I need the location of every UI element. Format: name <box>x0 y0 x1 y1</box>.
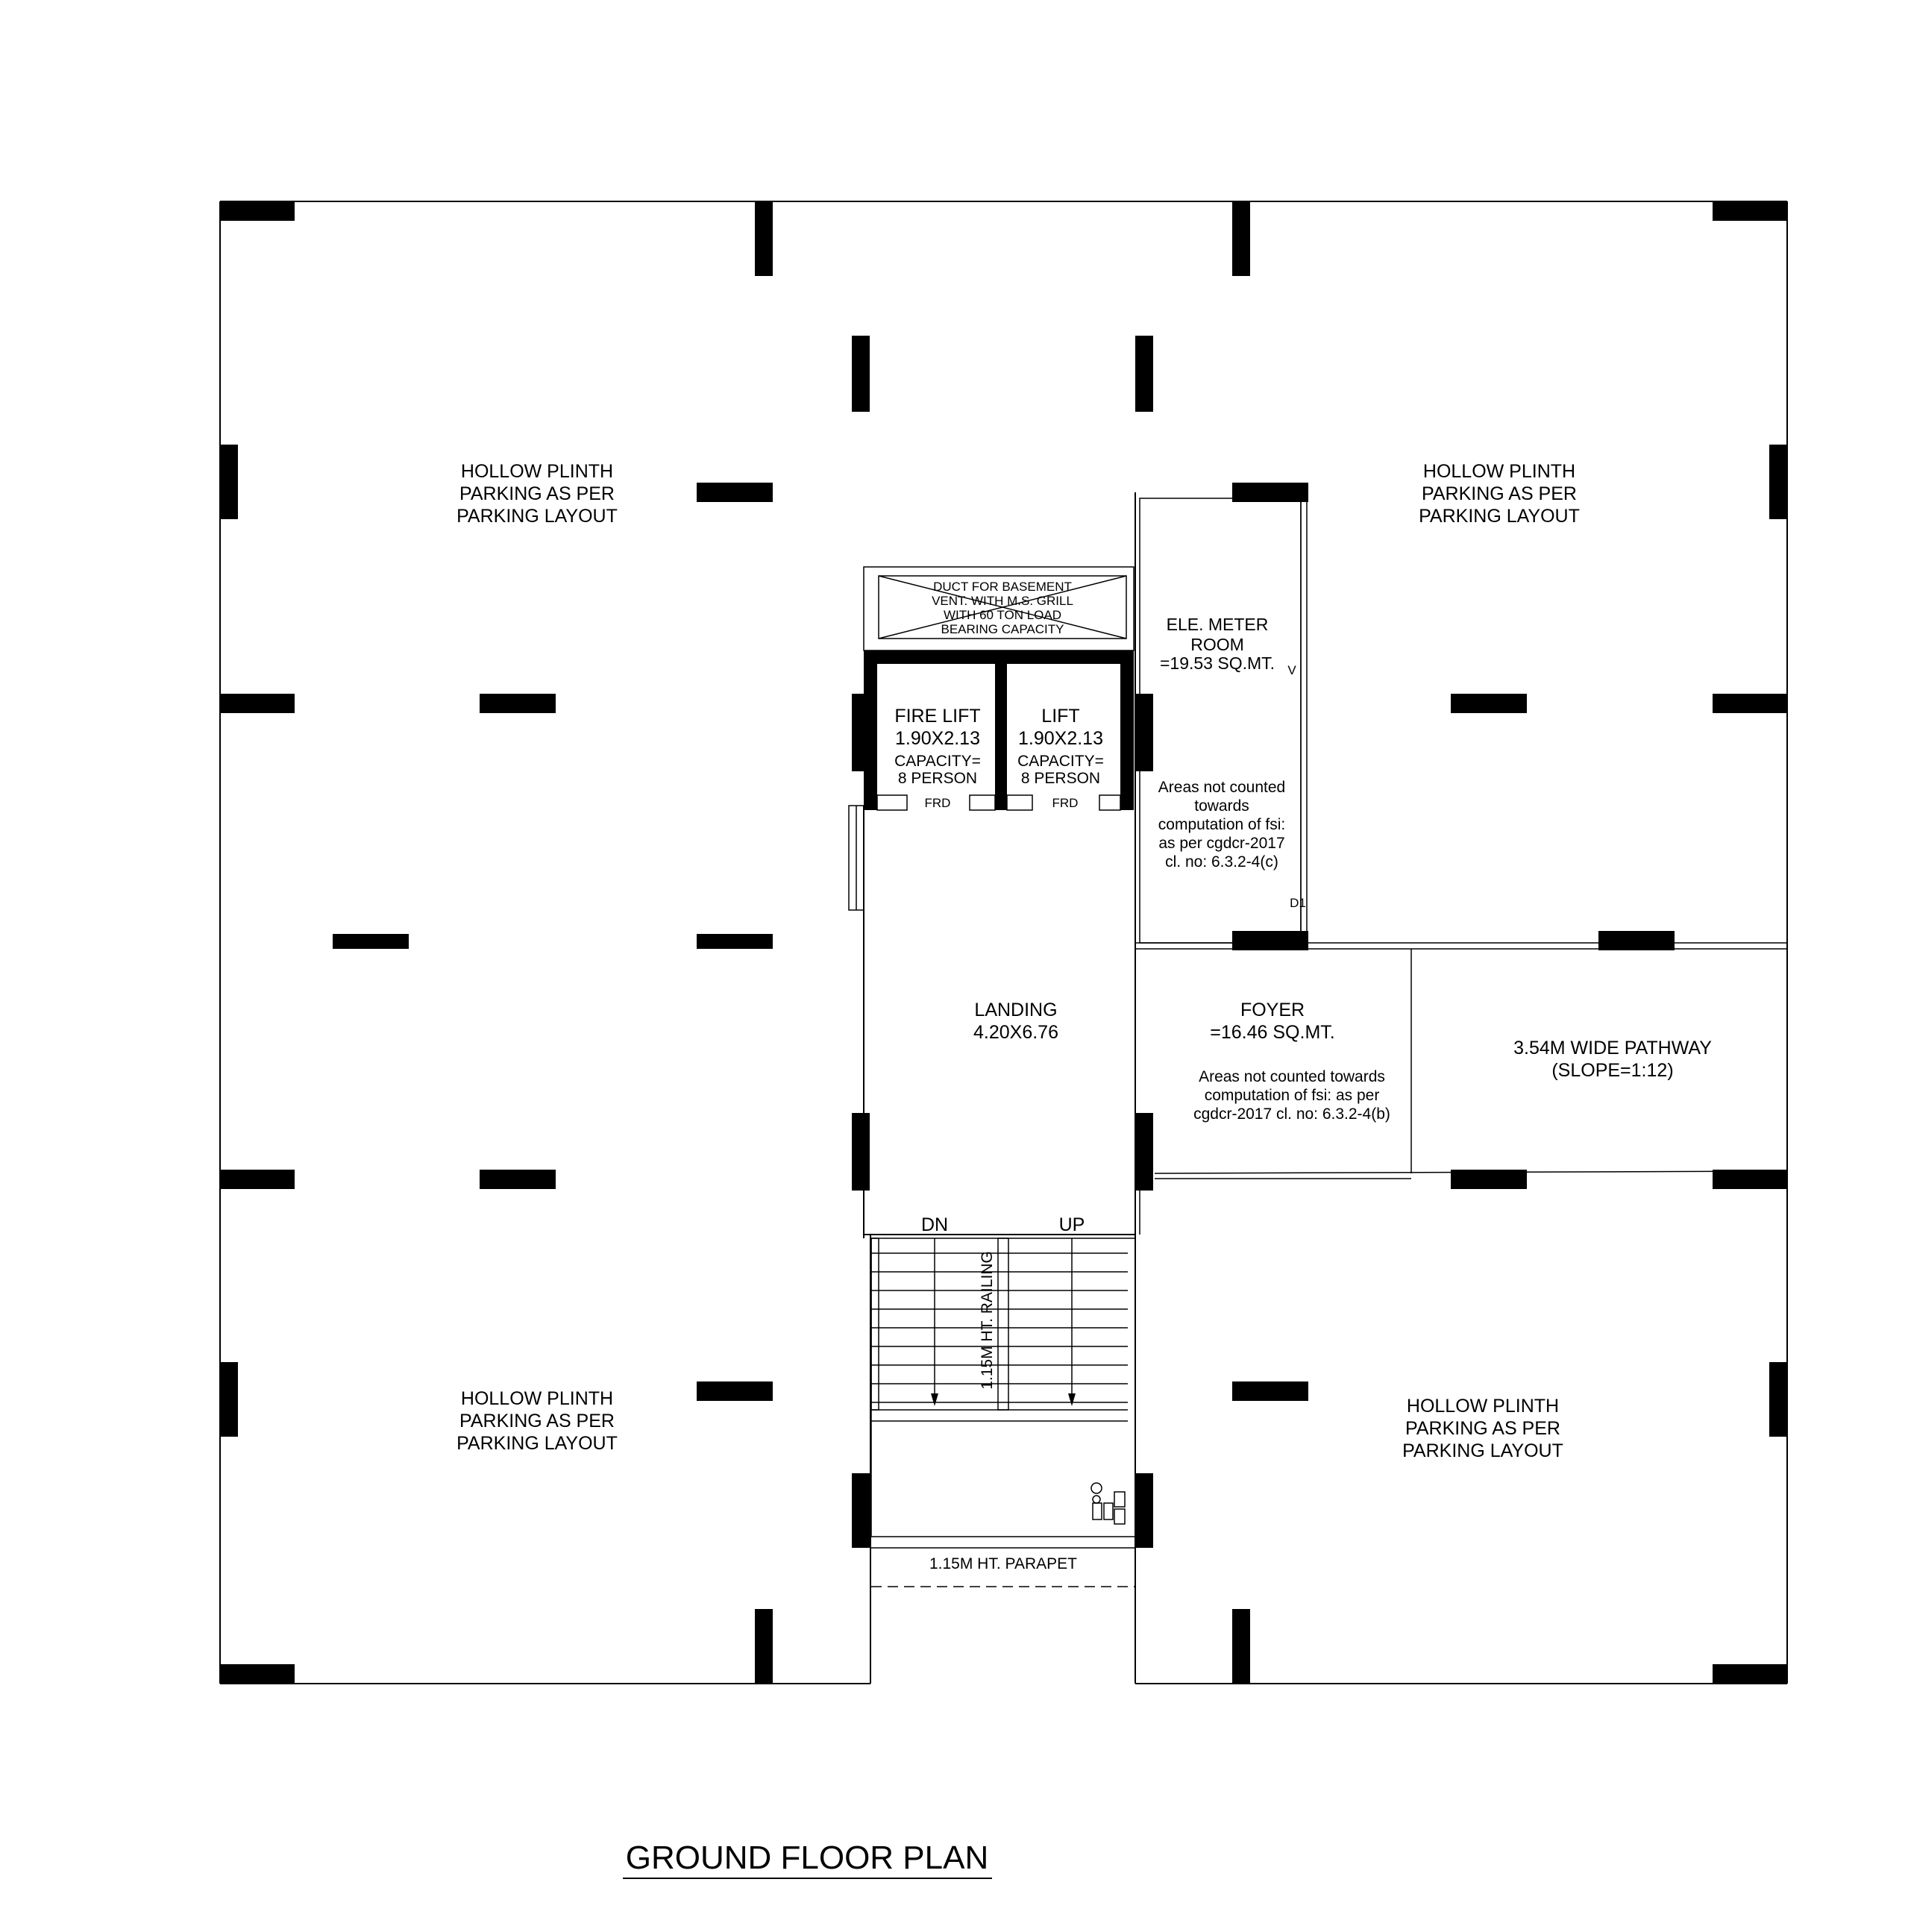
duct-label: DUCT FOR BASEMENT VENT. WITH M.S. GRILL … <box>932 580 1073 636</box>
landing-line2: 4.20X6.76 <box>973 1022 1058 1043</box>
meter-note2: towards <box>1194 797 1249 815</box>
parking-bl-line2: PARKING AS PER <box>459 1411 615 1431</box>
duct-line3: WITH 60 TON LOAD <box>944 608 1061 622</box>
fixture-icons <box>1090 1482 1126 1525</box>
lift-label: LIFT 1.90X2.13 CAPACITY= 8 PERSON FRD <box>1017 706 1104 810</box>
duct-line1: DUCT FOR BASEMENT <box>933 580 1072 594</box>
stair-labels: DN UP 1.15M HT. RAILING 1.15M HT. PARAPE… <box>921 1214 1085 1572</box>
page-title: GROUND FLOOR PLAN <box>626 1840 989 1876</box>
parapet-label: 1.15M HT. PARAPET <box>929 1555 1077 1572</box>
meter-note1: Areas not counted <box>1158 779 1285 796</box>
door-d1-label: D1 <box>1290 896 1306 910</box>
parking-tl-line1: HOLLOW PLINTH <box>461 461 613 482</box>
parking-label-bottom-right: HOLLOW PLINTH PARKING AS PER PARKING LAY… <box>1402 1396 1563 1461</box>
stair-dn-label: DN <box>921 1214 948 1235</box>
lift-frd: FRD <box>1052 796 1079 810</box>
plan-title: GROUND FLOOR PLAN <box>623 1840 992 1879</box>
parking-br-line3: PARKING LAYOUT <box>1402 1440 1563 1461</box>
foyer-label: FOYER =16.46 SQ.MT. Areas not counted to… <box>1193 1000 1390 1123</box>
fire-lift-label: FIRE LIFT 1.90X2.13 CAPACITY= 8 PERSON F… <box>894 706 981 810</box>
parking-tl-line3: PARKING LAYOUT <box>456 506 618 527</box>
duct-line2: VENT. WITH M.S. GRILL <box>932 594 1073 608</box>
landing-label: LANDING 4.20X6.76 <box>973 1000 1058 1043</box>
fire-lift-cap2: 8 PERSON <box>898 770 977 787</box>
parking-tr-line2: PARKING AS PER <box>1422 483 1577 504</box>
railing-label: 1.15M HT. RAILING <box>979 1251 996 1390</box>
foyer-line1: FOYER <box>1240 1000 1305 1020</box>
door-v-label: V <box>1287 663 1296 677</box>
parking-label-bottom-left: HOLLOW PLINTH PARKING AS PER PARKING LAY… <box>456 1388 618 1454</box>
meter-line2: ROOM <box>1190 635 1244 654</box>
pathway-line1: 3.54M WIDE PATHWAY <box>1513 1038 1712 1058</box>
foyer-note1: Areas not counted towards <box>1199 1068 1385 1085</box>
fire-lift-name: FIRE LIFT <box>894 706 980 727</box>
lift-name: LIFT <box>1041 706 1079 727</box>
window-landing <box>848 805 864 911</box>
meter-line1: ELE. METER <box>1167 615 1269 634</box>
meter-room-label: ELE. METER ROOM =19.53 SQ.MT. Areas not … <box>1158 615 1306 910</box>
foyer-note2: computation of fsi: as per <box>1205 1087 1380 1104</box>
staircase <box>864 1234 1136 1587</box>
meter-note4: as per cgdcr-2017 <box>1158 835 1284 852</box>
fire-lift-frd: FRD <box>925 796 951 810</box>
lift-shafts <box>864 650 1134 811</box>
lift-cap2: 8 PERSON <box>1021 770 1100 787</box>
fire-lift-size: 1.90X2.13 <box>895 728 980 749</box>
meter-line3: =19.53 SQ.MT. <box>1160 653 1275 673</box>
parking-bl-line1: HOLLOW PLINTH <box>461 1388 613 1409</box>
duct-line4: BEARING CAPACITY <box>941 622 1064 636</box>
parking-br-line2: PARKING AS PER <box>1405 1418 1560 1439</box>
parking-label-top-right: HOLLOW PLINTH PARKING AS PER PARKING LAY… <box>1419 461 1580 527</box>
landing-line1: LANDING <box>974 1000 1057 1020</box>
parking-tr-line3: PARKING LAYOUT <box>1419 506 1580 527</box>
foyer-line2: =16.46 SQ.MT. <box>1210 1022 1334 1043</box>
stair-up-label: UP <box>1059 1214 1085 1235</box>
pathway-label: 3.54M WIDE PATHWAY (SLOPE=1:12) <box>1513 1038 1712 1081</box>
parking-br-line1: HOLLOW PLINTH <box>1407 1396 1559 1417</box>
parking-tl-line2: PARKING AS PER <box>459 483 615 504</box>
lift-size: 1.90X2.13 <box>1018 728 1103 749</box>
meter-note5: cl. no: 6.3.2-4(c) <box>1165 853 1278 871</box>
parking-bl-line3: PARKING LAYOUT <box>456 1433 618 1454</box>
meter-note3: computation of fsi: <box>1158 816 1285 833</box>
fire-lift-cap1: CAPACITY= <box>894 753 981 770</box>
pathway-line2: (SLOPE=1:12) <box>1551 1060 1673 1081</box>
columns <box>220 201 1787 1684</box>
parking-tr-line1: HOLLOW PLINTH <box>1423 461 1575 482</box>
foyer-note3: cgdcr-2017 cl. no: 6.3.2-4(b) <box>1193 1105 1390 1123</box>
lift-cap1: CAPACITY= <box>1017 753 1104 770</box>
parking-label-top-left: HOLLOW PLINTH PARKING AS PER PARKING LAY… <box>456 461 618 527</box>
